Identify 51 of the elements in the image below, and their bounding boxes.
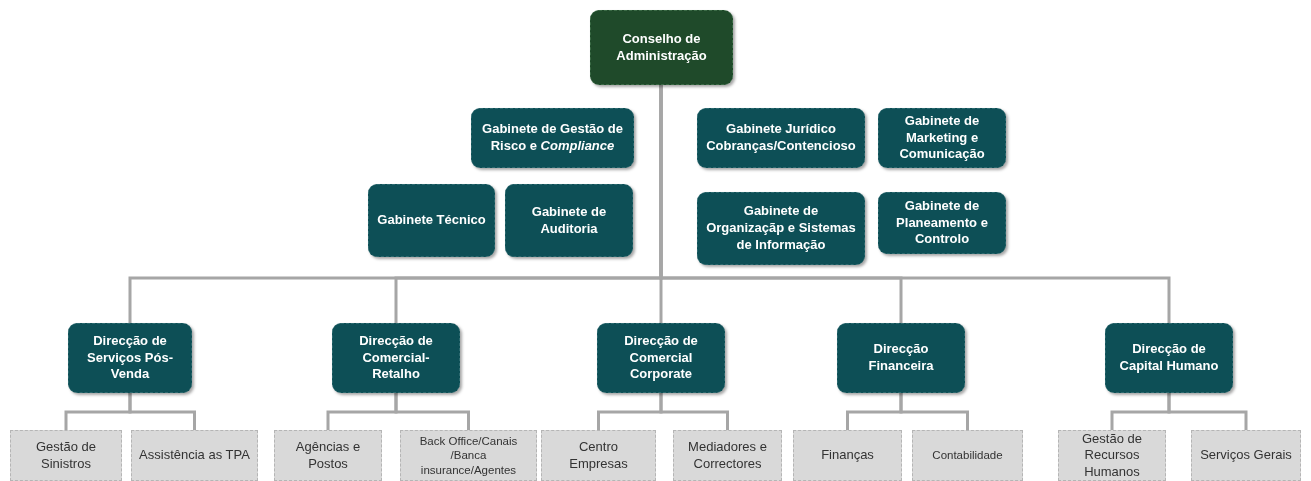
unit-box <box>10 430 122 481</box>
box-label: Gabinete de Organizaçãp e Sistemas de Informação <box>705 203 857 254</box>
unit-box <box>541 430 656 481</box>
unit-box <box>274 430 382 481</box>
unit-box <box>400 430 537 481</box>
box-label: Finanças <box>821 447 874 464</box>
box-label: Gabinete de Planeamento e Controlo <box>895 197 989 249</box>
connector-line <box>394 393 470 430</box>
connector-line <box>128 393 196 430</box>
box-label: Contabilidade <box>932 448 1003 463</box>
box-label: Assistência as TPA <box>139 447 250 464</box>
box-label: Serviços Gerais <box>1200 447 1292 464</box>
box-label: Direcção Financeira <box>867 341 935 375</box>
unit-box <box>673 430 782 481</box>
unit-box <box>1058 430 1166 481</box>
unit-box <box>793 430 902 481</box>
box-label: Direcção de Comercial-Retalho <box>358 332 434 384</box>
office-box <box>878 192 1006 254</box>
box-label: Gabinete de Marketing e Comunicação <box>898 112 986 164</box>
department-box <box>68 323 192 393</box>
department-box <box>332 323 460 393</box>
office-box <box>697 108 865 168</box>
department-box <box>597 323 725 393</box>
office-box <box>368 184 495 257</box>
office-box <box>471 108 634 168</box>
box-label: Gabinete Técnico <box>377 212 486 229</box>
unit-box <box>1191 430 1301 481</box>
box-label: Direcção de Capital Humano <box>1118 341 1220 375</box>
unit-box <box>131 430 258 481</box>
connector-line <box>659 393 729 430</box>
office-box <box>505 184 633 257</box>
box-label: Gestão de Sinistros <box>35 439 97 472</box>
box-label: Mediadores e Correctores <box>687 439 768 472</box>
box-label: Gestão de Recursos Humanos <box>1081 431 1143 480</box>
box-label: Conselho de Administração <box>615 30 708 65</box>
board-box <box>590 10 733 85</box>
department-box <box>1105 323 1233 393</box>
box-label: Direcção de Serviços Pós-Venda <box>86 332 174 384</box>
department-box <box>837 323 965 393</box>
box-label: Gabinete Jurídico Cobranças/Contencioso <box>705 121 857 155</box>
connector-line <box>1167 393 1248 430</box>
box-label: Gabinete de Auditoria <box>530 203 608 238</box>
office-box <box>878 108 1006 168</box>
box-label: Agências e Postos <box>294 439 362 472</box>
box-label: Centro Empresas <box>568 439 629 472</box>
box-label: Direcção de Comercial Corporate <box>623 332 699 384</box>
office-box <box>697 192 865 265</box>
connector-line <box>899 393 969 430</box>
box-label: Gabinete de Gestão de Risco e Compliance <box>481 121 624 155</box>
box-label: Back Office/Canais /Banca insurance/Agentes <box>418 433 519 478</box>
unit-box <box>912 430 1023 481</box>
